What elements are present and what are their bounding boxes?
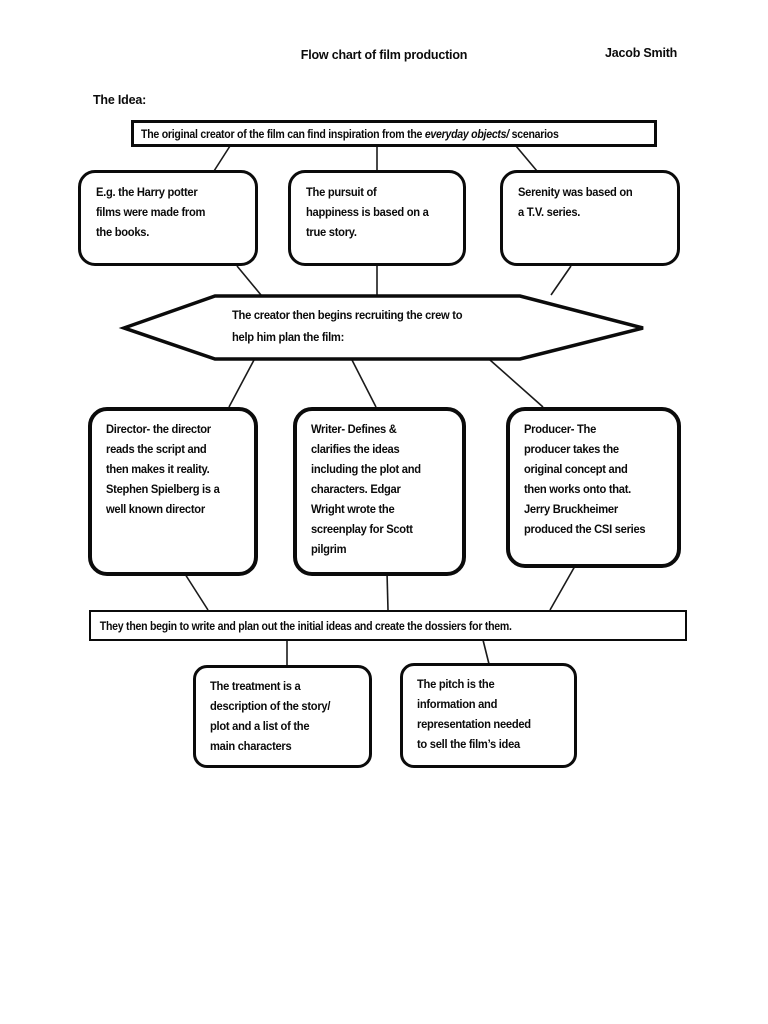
connector-recruiting-director [228,359,255,408]
node-example-pursuit-of-happiness: The pursuit of happiness is based on a t… [288,170,466,266]
connector-producer-planning [549,565,576,611]
connector-director-planning [184,573,209,611]
example-harry-potter-text: E.g. the Harry potter films were made fr… [96,185,206,239]
recruiting-hexagon-shape [118,294,644,361]
node-crew-director: Director- the director reads the script … [88,407,258,576]
connector-recruiting-writer [351,359,377,408]
inspiration-text: The original creator of the film can fin… [134,127,559,141]
node-inspiration: The original creator of the film can fin… [131,120,657,147]
crew-producer-text: Producer- The producer takes the origina… [524,422,646,536]
node-dossier-treatment: The treatment is a description of the st… [193,665,372,768]
author-name: Jacob Smith [605,46,678,60]
connector-lines [184,145,576,666]
connector-inspiration-serenity [515,145,538,172]
section-label: The Idea: [93,93,147,107]
node-example-harry-potter: E.g. the Harry potter films were made fr… [78,170,258,266]
page-title: Flow chart of film production [300,48,468,62]
crew-director-text: Director- the director reads the script … [106,422,220,516]
example-pursuit-text: The pursuit of happiness is based on a t… [306,185,429,239]
example-serenity-text: Serenity was based on a T.V. series. [518,185,633,219]
connector-writer-planning [386,571,389,611]
dossier-pitch-text: The pitch is the information and represe… [417,677,531,751]
planning-text: They then begin to write and plan out th… [99,618,512,633]
node-planning: They then begin to write and plan out th… [89,610,687,641]
crew-writer-text: Writer- Defines & clarifies the ideas in… [311,422,421,556]
node-crew-producer: Producer- The producer takes the origina… [506,407,681,568]
node-recruiting-hexagon: The creator then begins recruiting the c… [232,305,480,348]
inspiration-text-suffix: scenarios [508,126,559,141]
node-example-serenity: Serenity was based on a T.V. series. [500,170,680,266]
connector-inspiration-harry [213,145,231,172]
inspiration-text-italic: everyday objects/ [424,126,509,141]
inspiration-text-prefix: The original creator of the film can fin… [141,126,425,141]
node-dossier-pitch: The pitch is the information and represe… [400,663,577,768]
connector-recruiting-producer [489,359,544,408]
dossier-treatment-text: The treatment is a description of the st… [210,679,331,753]
node-crew-writer: Writer- Defines & clarifies the ideas in… [293,407,466,576]
connector-planning-pitch [482,639,490,665]
recruiting-text: The creator then begins recruiting the c… [232,308,463,344]
connector-harry-recruiting [236,265,262,296]
connector-serenity-recruiting [550,265,572,296]
